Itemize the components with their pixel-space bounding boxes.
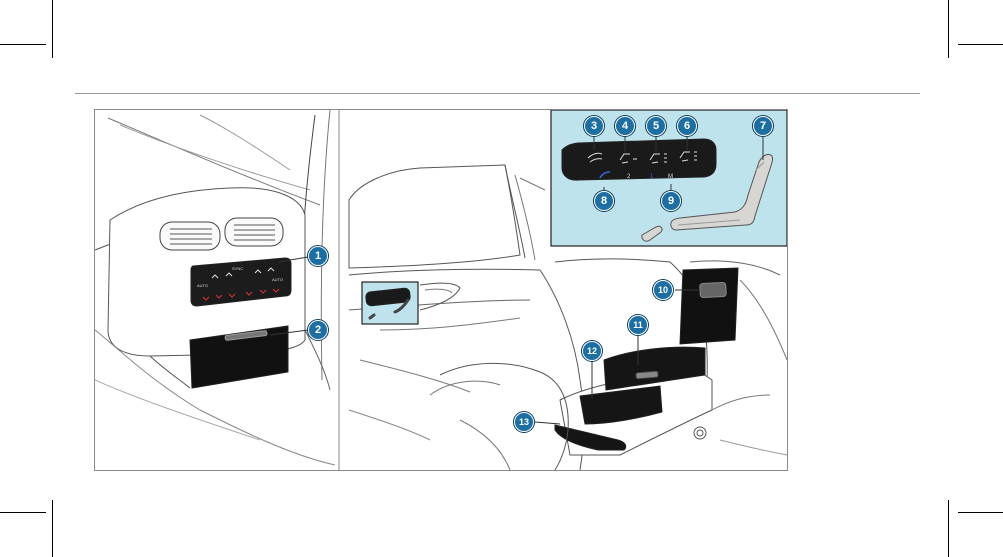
figure-frame: [94, 109, 788, 471]
